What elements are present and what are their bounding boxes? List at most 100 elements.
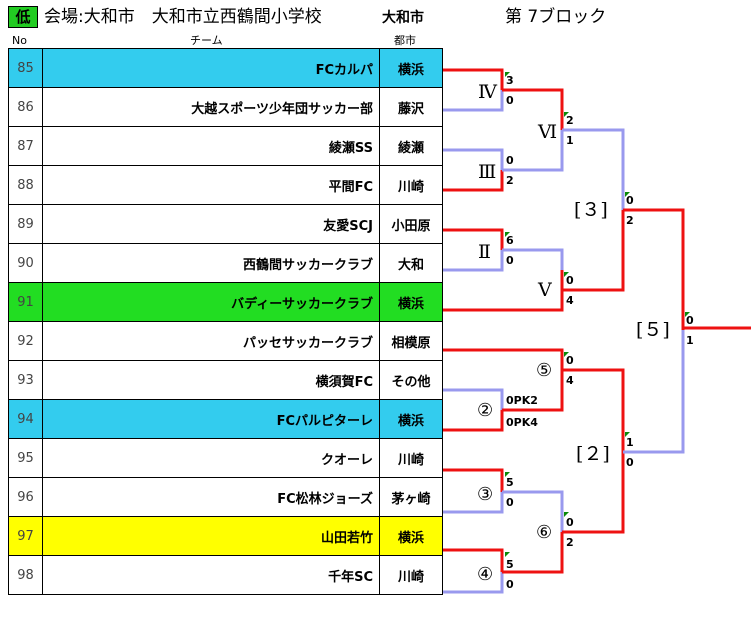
bracket-line-lose (623, 330, 685, 454)
score-label: 1 (626, 436, 634, 449)
bracket-line-win (443, 68, 504, 90)
score-label: 6 (506, 234, 514, 247)
round-label: [２] (576, 443, 610, 465)
team-city: 横浜 (379, 282, 443, 322)
bracket-line-lose (443, 250, 504, 272)
bracket-line-lose (443, 572, 504, 594)
bracket-line-lose (562, 128, 625, 210)
score-label: 1 (686, 334, 694, 347)
team-city: 藤沢 (379, 87, 443, 127)
bracket-line-win (502, 532, 564, 574)
winner-mark (564, 112, 569, 117)
bracket-line-lose (443, 148, 504, 170)
bracket-line-lose (502, 490, 564, 532)
block-title: 第 7ブロック (505, 7, 607, 27)
winner-mark (505, 552, 510, 557)
score-label: 5 (506, 476, 514, 489)
team-city: 小田原 (379, 204, 443, 244)
team-name: クオーレ (42, 438, 380, 478)
score-label: 4 (566, 374, 574, 387)
match-number: ⑥ (536, 522, 552, 543)
team-city: 茅ヶ崎 (379, 477, 443, 517)
score-label: 2 (566, 114, 574, 127)
team-city: 川崎 (379, 555, 443, 595)
winner-mark (564, 272, 569, 277)
score-label: 0 (566, 354, 574, 367)
bracket-line-win (443, 270, 564, 312)
winner-mark (625, 192, 630, 197)
round-label: [３] (574, 199, 608, 221)
round-label: Ⅲ (478, 161, 496, 183)
score-label: 2 (626, 214, 634, 227)
score-label: 1 (566, 134, 574, 147)
team-name: 西鶴間サッカークラブ (42, 243, 380, 283)
bracket-line-lose (502, 248, 564, 270)
round-label: Ⅴ (537, 279, 552, 301)
score-label: 4 (566, 294, 574, 307)
score-label: 0 (506, 496, 514, 509)
score-label: 0 (566, 274, 574, 287)
score-label: 0 (626, 456, 634, 469)
round-label: [５] (636, 319, 670, 341)
team-city: 川崎 (379, 438, 443, 478)
team-name: パッセサッカークラブ (42, 321, 380, 361)
match-number: ④ (477, 564, 493, 585)
bracket-line-win (502, 88, 564, 130)
match-number: ② (477, 400, 493, 421)
score-label: 2 (566, 536, 574, 549)
column-header-city: 都市 (394, 34, 416, 47)
winner-mark (564, 512, 569, 517)
column-header-team: チーム (190, 34, 223, 47)
bracket-line-win (443, 548, 504, 572)
team-number: 89 (8, 204, 43, 244)
score-label: 0 (506, 578, 514, 591)
score-label: 2 (506, 174, 514, 187)
bracket-line-win (443, 468, 504, 492)
bracket-line-win (443, 410, 504, 432)
winner-mark (505, 472, 510, 477)
score-label: 0 (506, 94, 514, 107)
venue-title: 会場:大和市 大和市立西鶴間小学校 (44, 7, 322, 27)
team-city: その他 (379, 360, 443, 400)
bracket-line-win (443, 228, 504, 250)
score-label: 0PK4 (506, 416, 538, 429)
score-label: 5 (506, 558, 514, 571)
bracket-line-lose (443, 492, 504, 514)
team-name: FC松林ジョーズ (42, 477, 380, 517)
bracket-line-win (623, 208, 685, 330)
winner-mark (685, 312, 690, 317)
winner-mark (625, 432, 630, 437)
match-number: ③ (477, 484, 493, 505)
team-name: 大越スポーツ少年団サッカー部 (42, 87, 380, 127)
bracket-line-lose (443, 388, 504, 410)
score-label: 0 (566, 516, 574, 529)
score-label: 0 (506, 154, 514, 167)
bracket-line-lose (443, 90, 504, 112)
bracket-line-win (562, 210, 625, 292)
winner-mark (505, 72, 510, 77)
winner-mark (564, 352, 569, 357)
score-label: 0PK2 (506, 394, 538, 407)
team-city: 大和 (379, 243, 443, 283)
team-number: 94 (8, 399, 43, 439)
team-number: 88 (8, 165, 43, 205)
bracket-line-lose (502, 130, 564, 172)
score-label: 0 (686, 314, 694, 327)
team-name: バディーサッカークラブ (42, 282, 380, 322)
team-name: 千年SC (42, 555, 380, 595)
team-name: 綾瀬SS (42, 126, 380, 166)
bracket-line-win (443, 348, 564, 370)
